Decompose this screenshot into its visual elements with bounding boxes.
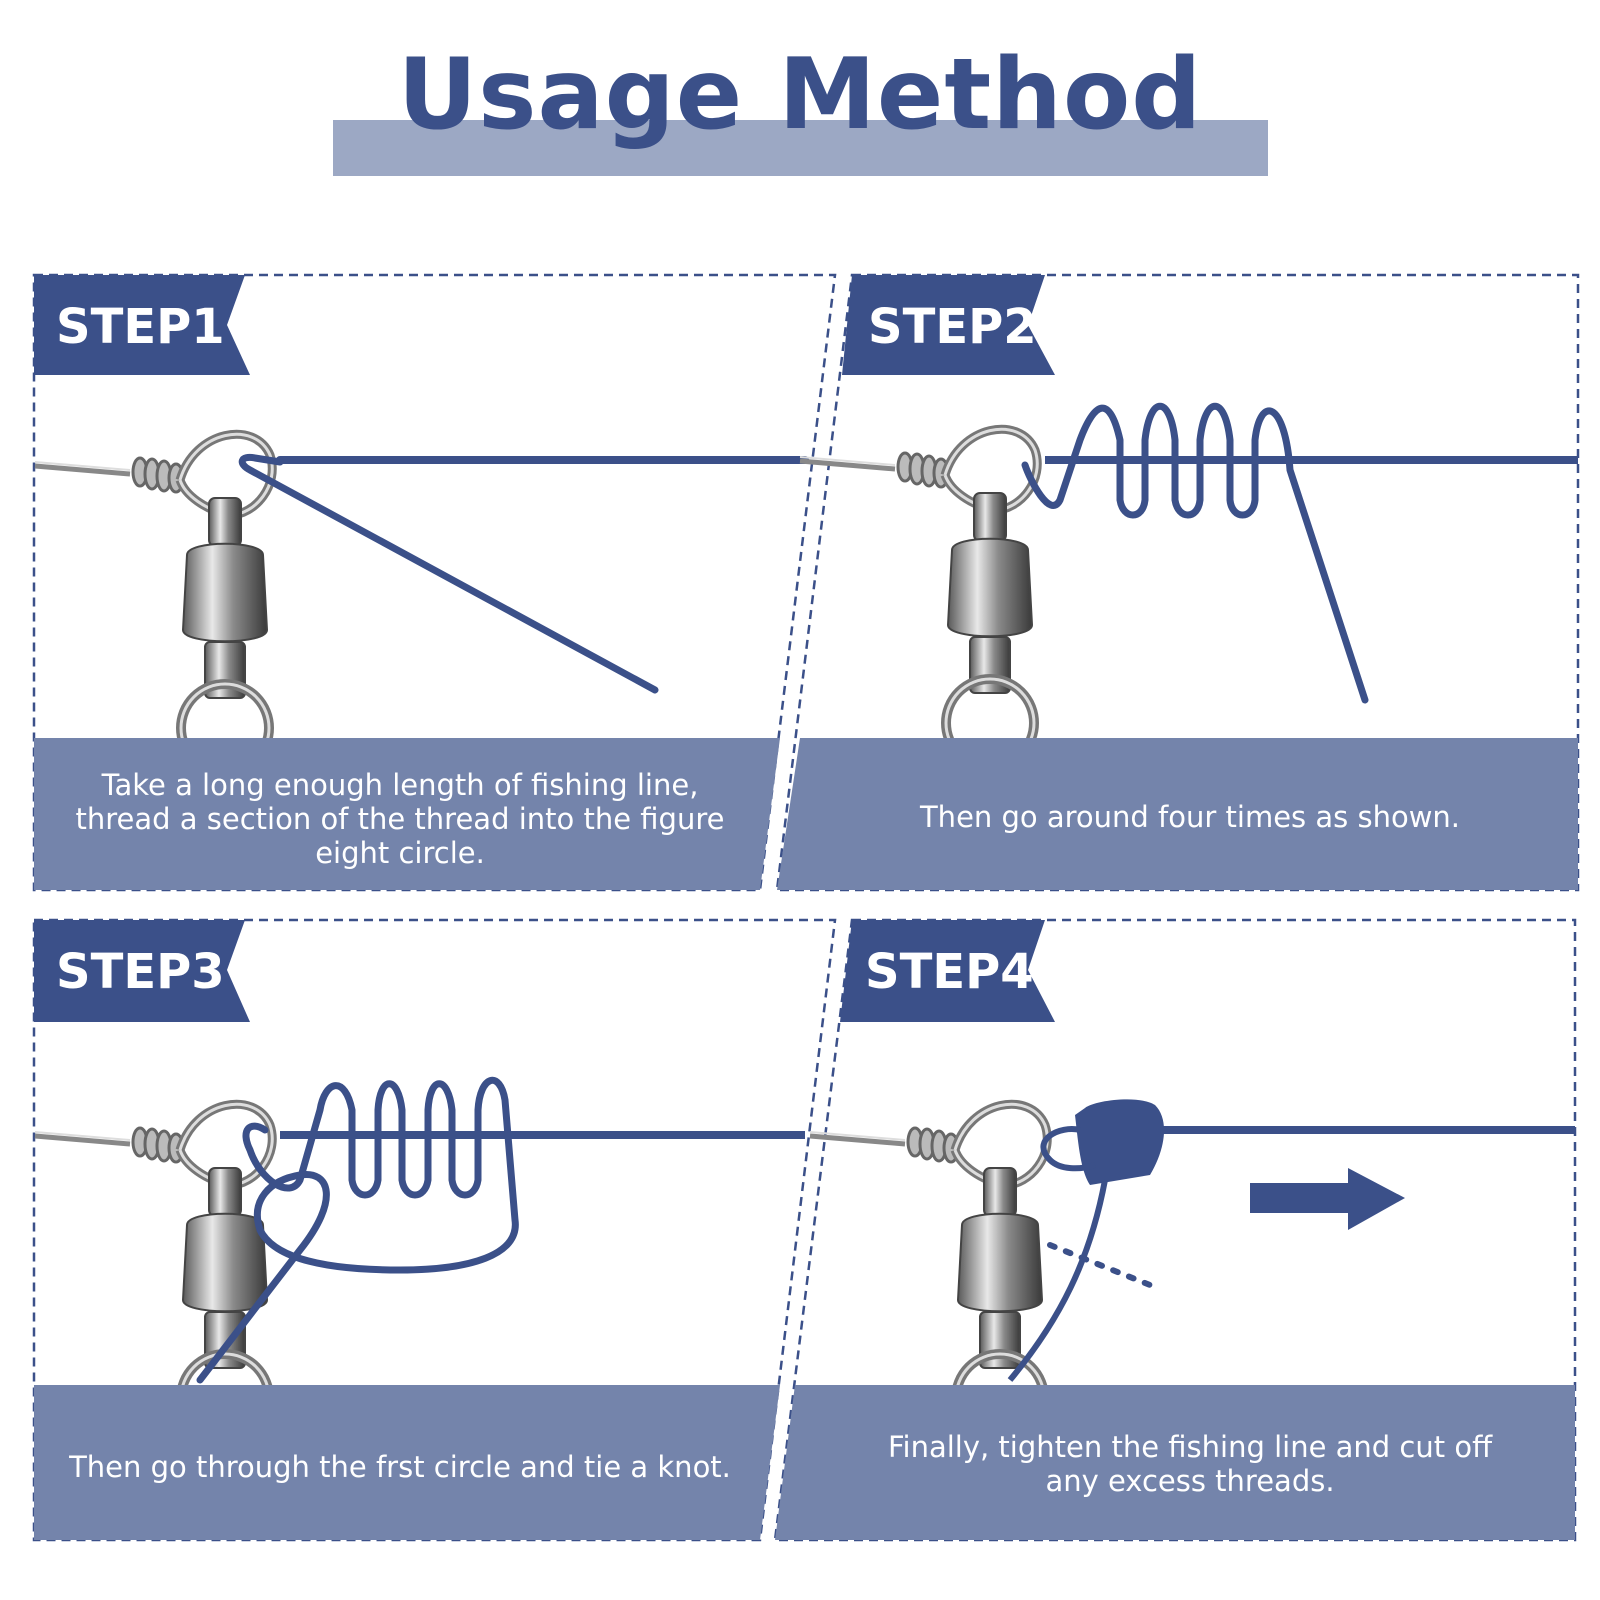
step1-label: STEP1: [56, 299, 225, 355]
title-underline-bar: [333, 120, 1268, 176]
step4-illustration: [810, 1099, 1575, 1442]
step3-label: STEP3: [56, 944, 225, 1000]
step3-caption: Then go through the frst circle and tie …: [69, 1450, 731, 1484]
page-title: Usage Method: [397, 38, 1203, 152]
step-banners: [34, 275, 1055, 1022]
step2-label: STEP2: [868, 299, 1037, 355]
step4-label: STEP4: [865, 944, 1034, 1000]
step2-caption: Then go around four times as shown.: [919, 800, 1461, 834]
right-arrow-icon: [1250, 1168, 1405, 1230]
step4-caption: Finally, tighten the fishing line and cu…: [887, 1430, 1493, 1498]
step1-caption: Take a long enough length of fishing lin…: [75, 768, 725, 870]
step3-illustration: [35, 1076, 805, 1442]
panel-borders: [32, 273, 1580, 1542]
caption-bands: [34, 738, 1578, 1540]
step1-illustration: [35, 434, 809, 772]
step2-illustration: [800, 403, 1578, 767]
